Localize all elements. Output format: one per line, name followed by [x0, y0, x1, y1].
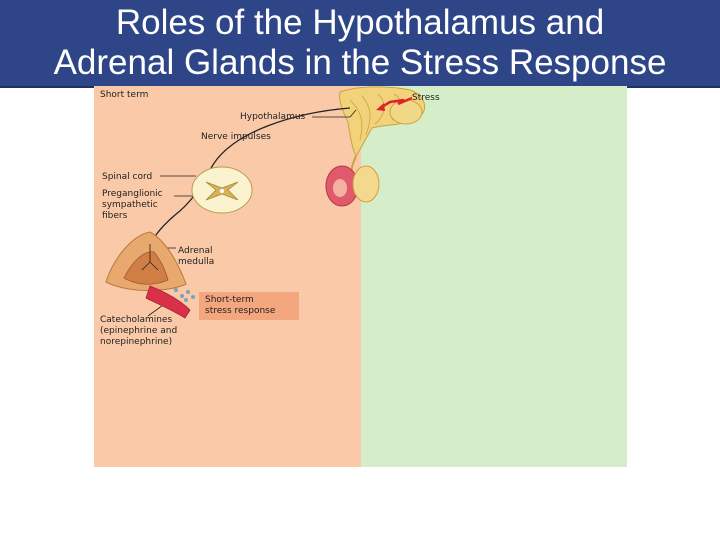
title-bar: Roles of the Hypothalamus and Adrenal Gl…	[0, 0, 720, 88]
hypothalamus-label: Hypothalamus	[240, 112, 306, 122]
catecholamines-label: Catecholamines (epinephrine and norepine…	[100, 315, 178, 347]
short-term-label: Short term	[100, 90, 149, 100]
pituitary-illustration	[325, 155, 380, 207]
nerve-impulses-label: Nerve impulses	[201, 132, 271, 142]
hypothalamus-illustration	[339, 86, 426, 157]
stress-label: Stress	[412, 93, 440, 103]
adrenal-medulla-label: Adrenal medulla	[178, 246, 215, 267]
spinal-cord-label: Spinal cord	[102, 172, 153, 182]
slide-title: Roles of the Hypothalamus and Adrenal Gl…	[53, 3, 667, 82]
long-term-panel	[361, 86, 627, 467]
adrenal-gland-illustration	[105, 231, 191, 319]
preganglionic-fibers-label: Preganglionic sympathetic fibers	[102, 189, 163, 221]
catecholamine-dots	[174, 288, 195, 302]
spinal-cord-illustration	[191, 166, 253, 214]
short-term-response-box: Short-term stress response	[199, 292, 299, 320]
short-term-response-label: Short-term stress response	[205, 295, 276, 316]
stress-arrow	[379, 96, 413, 110]
